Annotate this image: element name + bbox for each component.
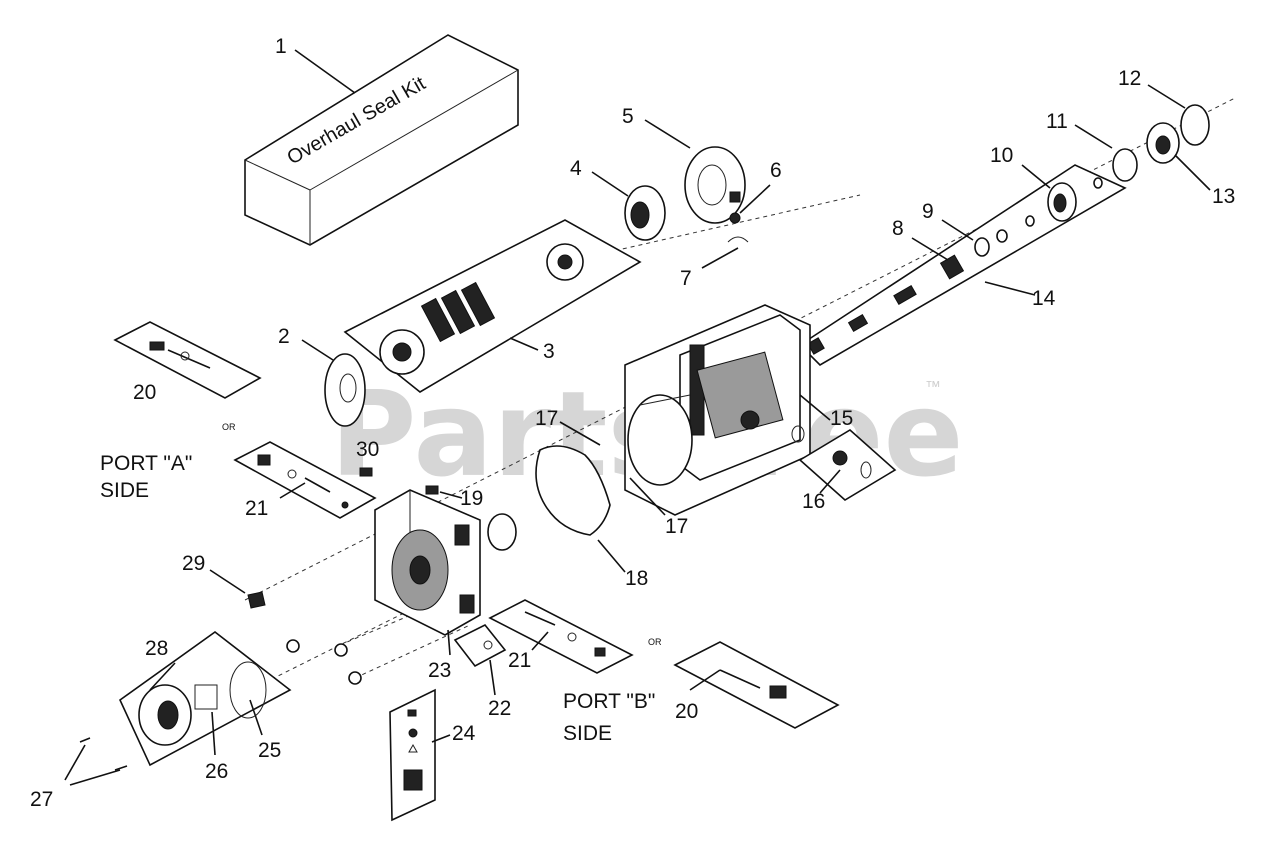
callout-5: 5 bbox=[622, 105, 634, 128]
charge-pump-bag-24 bbox=[389, 688, 436, 822]
nut-a bbox=[286, 639, 300, 653]
callout-2: 2 bbox=[278, 325, 290, 348]
callout-labels: 1 2 3 4 5 6 7 8 9 10 11 12 13 14 15 16 1… bbox=[30, 35, 1235, 811]
callout-30: 30 bbox=[356, 438, 379, 461]
callout-16: 16 bbox=[802, 490, 825, 513]
callout-21a: 21 bbox=[245, 497, 268, 520]
nut-b bbox=[334, 643, 348, 657]
callout-15: 15 bbox=[830, 407, 853, 430]
bushing bbox=[487, 513, 517, 551]
callout-28: 28 bbox=[145, 637, 168, 660]
end-cap-bag-28 bbox=[118, 631, 292, 767]
axis-lower-3 bbox=[354, 624, 471, 679]
port-a-label: PORT "A" SIDE bbox=[100, 452, 192, 502]
bolt-27a bbox=[79, 737, 91, 743]
callout-20a: 20 bbox=[133, 381, 156, 404]
port-b-label: PORT "B" SIDE bbox=[563, 690, 655, 745]
pin-6 bbox=[729, 212, 741, 224]
callout-6: 6 bbox=[770, 159, 782, 182]
callout-12: 12 bbox=[1118, 67, 1141, 90]
callout-8: 8 bbox=[892, 217, 904, 240]
watermark-tm: ™ bbox=[925, 379, 941, 396]
bag-22 bbox=[453, 623, 507, 668]
valve-bag-20-top bbox=[113, 321, 262, 399]
callout-18: 18 bbox=[625, 567, 648, 590]
callout-17b: 17 bbox=[665, 515, 688, 538]
leader-lines bbox=[64, 49, 1211, 786]
callout-17a: 17 bbox=[535, 407, 558, 430]
plug-bag-16 bbox=[798, 429, 897, 501]
shaft-kit-bag bbox=[798, 164, 1127, 367]
retaining-ring-12 bbox=[1180, 104, 1210, 146]
bearing bbox=[624, 185, 666, 241]
valve-bag-21-top bbox=[233, 441, 377, 519]
valve-bag-21-bottom bbox=[488, 599, 634, 674]
or-text-a: OR bbox=[222, 422, 236, 432]
retaining-ring-11 bbox=[1112, 148, 1138, 182]
callout-21b: 21 bbox=[508, 649, 531, 672]
swashplate bbox=[684, 146, 746, 224]
callout-25: 25 bbox=[258, 739, 281, 762]
cylinder-kit-bag bbox=[343, 219, 642, 393]
callout-20b: 20 bbox=[675, 700, 698, 723]
svg-text:PORT "B": PORT "B" bbox=[563, 690, 655, 713]
plug-19 bbox=[425, 485, 439, 495]
callout-26: 26 bbox=[205, 760, 228, 783]
callout-1: 1 bbox=[275, 35, 287, 58]
svg-text:SIDE: SIDE bbox=[100, 479, 149, 502]
callout-22: 22 bbox=[488, 697, 511, 720]
callout-13: 13 bbox=[1212, 185, 1235, 208]
callout-23: 23 bbox=[428, 659, 451, 682]
or-text-b: OR bbox=[648, 637, 662, 647]
callout-7: 7 bbox=[680, 267, 692, 290]
clip-7 bbox=[727, 236, 749, 243]
callout-29: 29 bbox=[182, 552, 205, 575]
plug-29 bbox=[247, 591, 266, 609]
callout-24: 24 bbox=[452, 722, 476, 745]
bolt-27b bbox=[114, 765, 128, 771]
valve-bag-20-bottom bbox=[673, 641, 840, 729]
callout-27: 27 bbox=[30, 788, 53, 811]
plug-30 bbox=[359, 467, 373, 477]
callout-3: 3 bbox=[543, 340, 555, 363]
axis-lower bbox=[249, 599, 431, 691]
nut-c bbox=[348, 671, 362, 685]
callout-4: 4 bbox=[570, 157, 582, 180]
cover-plate bbox=[324, 353, 366, 427]
gasket-18 bbox=[535, 445, 611, 536]
svg-text:PORT "A": PORT "A" bbox=[100, 452, 192, 475]
callout-9: 9 bbox=[922, 200, 934, 223]
shaft-seal-13 bbox=[1146, 122, 1180, 164]
cylinder-17 bbox=[627, 394, 693, 486]
seal-kit-box: Overhaul Seal Kit bbox=[244, 34, 519, 246]
svg-text:SIDE: SIDE bbox=[563, 722, 612, 745]
center-section bbox=[374, 489, 481, 636]
callout-11: 11 bbox=[1046, 110, 1068, 133]
callout-10: 10 bbox=[990, 144, 1013, 167]
callout-14: 14 bbox=[1032, 287, 1056, 310]
callout-19: 19 bbox=[460, 487, 483, 510]
